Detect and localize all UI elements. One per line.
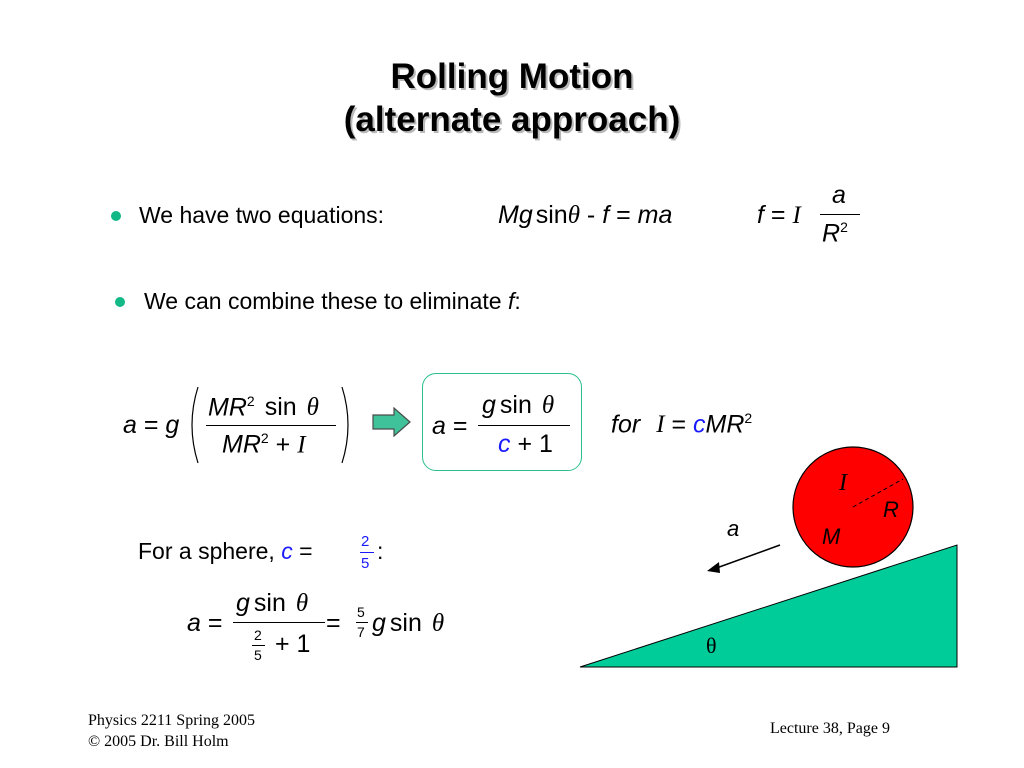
equation-torque: f = I	[757, 201, 801, 229]
diagram-label-theta: θ	[706, 633, 717, 658]
right-arrow-icon	[372, 407, 411, 437]
boxed-fraction-bar	[478, 425, 570, 426]
sphere-lhs: a =	[187, 609, 230, 637]
acceleration-arrowhead	[707, 562, 720, 573]
diagram-label-R: R	[883, 497, 899, 522]
sphere-ratio-numerator: 5	[357, 604, 365, 620]
bullet-2-text: We can combine these to eliminate f:	[144, 288, 521, 314]
slide-title-line2: (alternate approach)	[343, 100, 681, 139]
sphere-ratio-bar	[356, 622, 368, 623]
diagram-label-a: a	[727, 516, 740, 541]
diagram-label-M: M	[822, 524, 841, 549]
boxed-denominator: c + 1	[498, 430, 553, 458]
acceleration-arrow	[710, 544, 781, 571]
sphere-den-bar	[252, 645, 265, 646]
footer-copyright: © 2005 Dr. Bill Holm	[88, 733, 229, 750]
footer-course: Physics 2211 Spring 2005	[88, 712, 255, 729]
eq2-fraction-bar	[820, 214, 860, 215]
sphere-label: For a sphere, c =	[138, 538, 319, 564]
result-box	[422, 373, 582, 471]
ramp	[579, 544, 958, 668]
radius-line	[852, 478, 904, 508]
combined-denominator: MR2 + I	[222, 430, 306, 459]
sphere-fraction-bar	[233, 622, 325, 623]
combined-fraction-bar	[206, 425, 336, 426]
sphere-den-rest: + 1	[268, 630, 311, 658]
sphere-den-denominator: 5	[254, 647, 262, 663]
eq2-numerator: a	[832, 181, 846, 209]
bullet-1-text: We have two equations:	[139, 202, 385, 228]
slide-title-line1: Rolling Motion	[390, 57, 634, 96]
combined-parentheses	[191, 386, 349, 464]
sphere-c-numerator: 2	[361, 533, 370, 550]
footer-page: Lecture 38, Page 9	[770, 720, 890, 737]
bullet-dot-2	[115, 297, 125, 307]
sphere-den-numerator: 2	[254, 627, 262, 643]
bullet-dot-1	[111, 211, 121, 221]
diagram-label-I: I	[839, 470, 847, 496]
combined-lhs: a = g	[123, 411, 180, 439]
sphere-c-fraction-bar	[360, 552, 374, 553]
eq2-denominator: R2	[822, 219, 848, 248]
sphere-c-denominator: 5	[361, 555, 370, 572]
rolling-diagram	[579, 446, 958, 668]
sphere-equals: =	[326, 609, 341, 637]
sphere-ratio-denominator: 7	[357, 624, 365, 640]
boxed-lhs: a =	[432, 412, 475, 440]
sphere-label-colon: :	[377, 538, 384, 564]
